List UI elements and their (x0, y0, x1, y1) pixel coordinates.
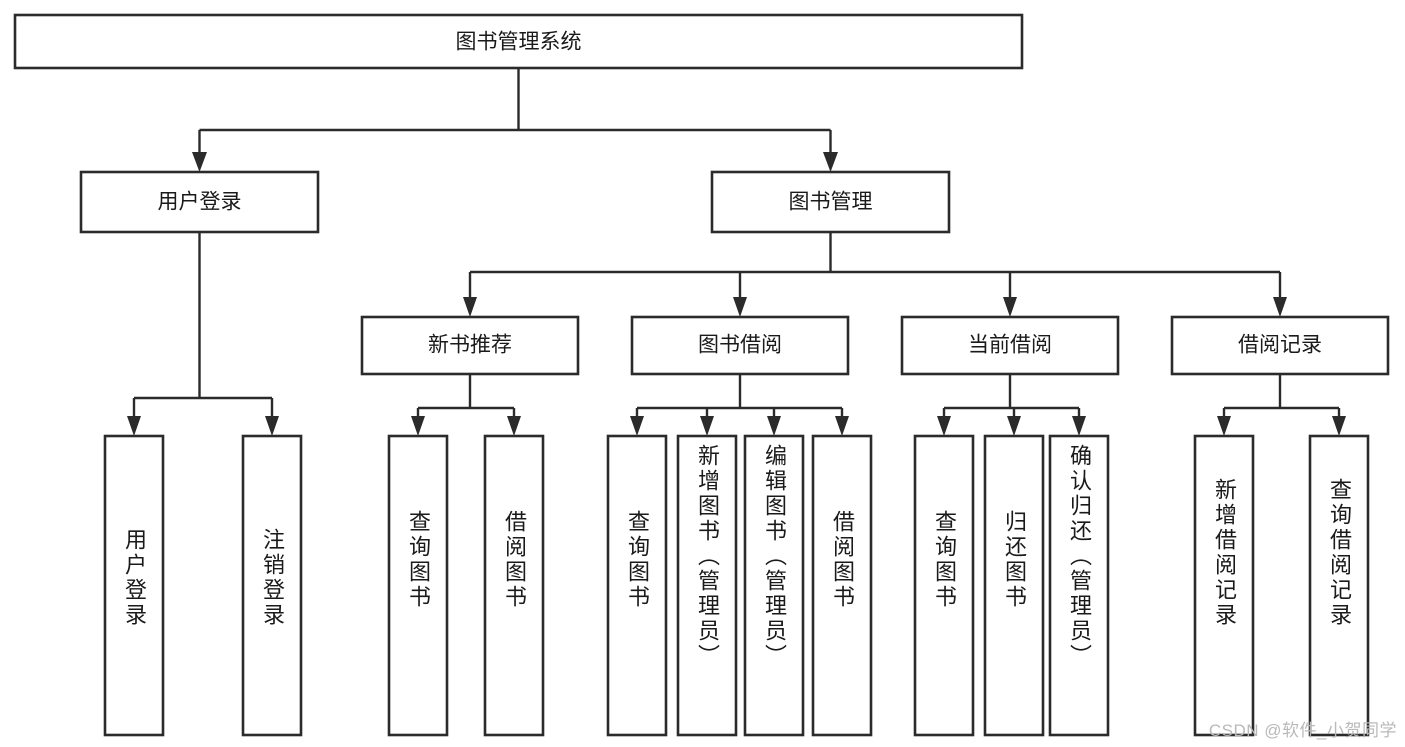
node-borrow-record[interactable]: 借阅记录 (1170, 315, 1390, 376)
leaf-box-add-book-admin[interactable] (676, 434, 738, 737)
arrowhead-currentborrow-leaf1 (937, 416, 951, 436)
leaf-box-add-borrow-record[interactable] (1193, 434, 1255, 737)
arrowhead-new-book-rec (463, 297, 477, 317)
leaf-box-borrow-book[interactable] (811, 434, 873, 737)
arrowhead-newbook-leaf2 (507, 416, 521, 436)
leaf-box-logout[interactable] (241, 434, 303, 737)
node-book-management[interactable]: 图书管理 (710, 170, 951, 234)
node-book-management-label: 图书管理 (789, 191, 873, 214)
arrowhead-book-mgmt (823, 152, 838, 172)
node-root-label: 图书管理系统 (456, 31, 582, 54)
node-user-login-box[interactable] (79, 170, 320, 234)
node-current-borrow-label: 当前借阅 (968, 334, 1052, 357)
leaf-box-query-book-rec[interactable] (387, 434, 449, 737)
node-borrow-record-box[interactable] (1170, 315, 1390, 376)
arrowhead-bookborrow-leaf2 (700, 416, 714, 436)
arrowhead-book-borrow (733, 297, 747, 317)
arrowhead-current-borrow (1003, 297, 1017, 317)
connector-layer (127, 68, 1346, 436)
csdn-watermark: CSDN @软件_小贺同学 (1208, 721, 1397, 740)
arrowhead-borrowrecord-leaf2 (1332, 416, 1346, 436)
arrowhead-bookborrow-leaf3 (767, 416, 781, 436)
node-current-borrow[interactable]: 当前借阅 (900, 315, 1120, 376)
arrowhead-currentborrow-leaf2 (1007, 416, 1021, 436)
arrowhead-borrow-record (1273, 297, 1287, 317)
arrowhead-borrowrecord-leaf1 (1217, 416, 1231, 436)
leaf-box-user-login[interactable] (103, 434, 165, 737)
leaf-box-query-book-borrow[interactable] (606, 434, 668, 737)
arrowhead-bookborrow-leaf1 (630, 416, 644, 436)
node-book-borrow-label: 图书借阅 (698, 334, 782, 357)
node-book-borrow[interactable]: 图书借阅 (630, 315, 850, 376)
node-user-login[interactable]: 用户登录 (79, 170, 320, 234)
node-borrow-record-label: 借阅记录 (1238, 334, 1322, 357)
node-current-borrow-box[interactable] (900, 315, 1120, 376)
node-book-borrow-box[interactable] (630, 315, 850, 376)
leaf-box-confirm-return-admin[interactable] (1048, 434, 1110, 737)
node-new-book-recommend-box[interactable] (360, 315, 580, 376)
node-user-login-label: 用户登录 (158, 191, 242, 214)
arrowhead-leaf-user-login (127, 416, 141, 436)
leaf-box-return-book[interactable] (983, 434, 1045, 737)
node-root-box[interactable] (13, 13, 1024, 70)
leaf-box-edit-book-admin[interactable] (743, 434, 805, 737)
node-new-book-recommend-label: 新书推荐 (428, 334, 512, 357)
arrowhead-leaf-logout (265, 416, 279, 436)
leaf-box-query-borrow-record[interactable] (1308, 434, 1370, 737)
arrowhead-user-login (192, 152, 207, 172)
leaf-box-query-book-current[interactable] (913, 434, 975, 737)
node-book-management-box[interactable] (710, 170, 951, 234)
leaf-box-layer (103, 434, 1370, 737)
arrowhead-bookborrow-leaf4 (835, 416, 849, 436)
arrowhead-currentborrow-leaf3 (1072, 416, 1086, 436)
arrowhead-newbook-leaf1 (411, 416, 425, 436)
leaf-box-borrow-book-rec[interactable] (483, 434, 545, 737)
node-root-system[interactable]: 图书管理系统 (13, 13, 1024, 70)
node-new-book-recommend[interactable]: 新书推荐 (360, 315, 580, 376)
